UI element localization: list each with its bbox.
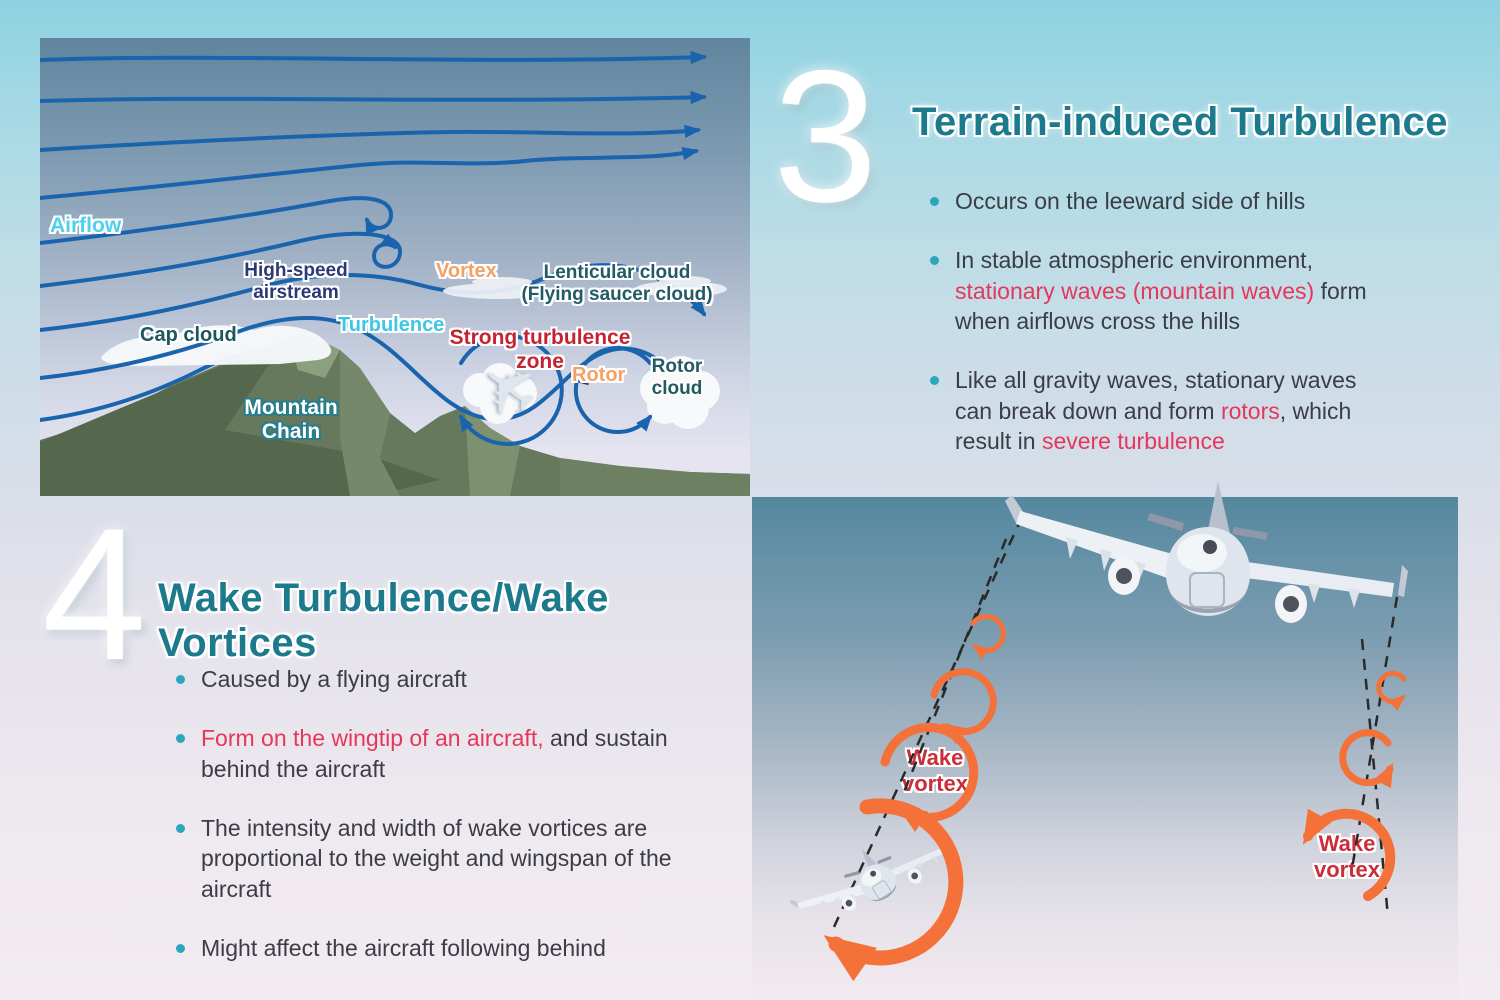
airflow-streamlines [38, 50, 708, 422]
leading-aircraft [1005, 481, 1408, 623]
bullet-dot [176, 824, 185, 834]
section-3-number: 3 [773, 31, 878, 241]
list-item: Might affect the aircraft following behi… [176, 933, 676, 963]
label-lenticular-cloud: Lenticular cloud (Flying saucer cloud) [521, 262, 713, 305]
cockpit [1177, 534, 1227, 572]
mountain-wave-illustration [38, 38, 750, 496]
mountain-wave-diagram: ✈ Airflow High-speed airstream Cap cloud… [38, 38, 750, 496]
bullet-dot [930, 197, 939, 206]
bullet-dot [930, 376, 939, 386]
streamline-vortex-curl [38, 231, 402, 288]
list-item: Like all gravity waves, stationary waves… [930, 365, 1392, 456]
rotor-cloud-shape [640, 356, 720, 429]
bullet-text: Might affect the aircraft following behi… [201, 935, 606, 962]
bullet-dot [176, 944, 185, 954]
label-wake-vortex-left: Wake vortex [901, 745, 969, 797]
list-item: Occurs on the leeward side of hills [930, 186, 1392, 216]
rotor-circulation-arrows [459, 334, 653, 446]
section-3-bullets: Occurs on the leeward side of hills In s… [930, 186, 1392, 486]
highlighted-text: severe turbulence [1041, 428, 1225, 455]
tail-fin [1207, 481, 1231, 538]
list-item: Caused by a flying aircraft [176, 664, 676, 694]
wing-flaps [1066, 537, 1360, 608]
lenticular-cloud-shapes [443, 276, 727, 299]
section-4-number: 4 [42, 489, 147, 699]
bullet-dot [176, 734, 185, 744]
wake-vortex-illustration [785, 481, 1408, 982]
section-4-title: Wake Turbulence/Wake Vortices [158, 576, 609, 665]
highlighted-text: Form on the wingtip of an aircraft, [201, 725, 544, 752]
label-cap-cloud: Cap cloud [140, 324, 237, 346]
streamline-back-hook [38, 196, 393, 245]
highlighted-text: rotors [1220, 397, 1280, 424]
highlighted-text: stationary waves (mountain waves) [955, 277, 1315, 304]
list-item: Form on the wingtip of an aircraft, and … [176, 723, 676, 784]
bullet-dot [930, 256, 939, 266]
label-mountain-chain: Mountain Chain [244, 396, 338, 444]
right-winglet [1398, 565, 1408, 597]
bullet-text: Like all gravity waves, stationary waves… [955, 367, 1357, 455]
label-high-speed-airstream: High-speed airstream [244, 260, 348, 303]
list-item: The intensity and width of wake vortices… [176, 813, 676, 904]
bullet-dot [176, 675, 185, 684]
wake-trail-dashes [832, 516, 1399, 928]
section-3-title: Terrain-induced Turbulence [911, 100, 1449, 144]
section-4-bullets: Caused by a flying aircraft Form on the … [176, 664, 676, 993]
label-strong-turbulence-zone: Strong turbulence zone [449, 326, 631, 374]
bullet-text: In stable atmospheric environment, stati… [955, 247, 1367, 335]
giant-vortex-spiral [823, 798, 964, 982]
label-airflow: Airflow [50, 214, 122, 237]
list-item: In stable atmospheric environment, stati… [930, 245, 1392, 336]
label-turbulence: Turbulence [338, 314, 445, 336]
turbulence-cloud [463, 363, 537, 424]
right-wing [1238, 561, 1394, 597]
bullet-text: Occurs on the leeward side of hills [955, 188, 1306, 214]
bullet-text: The intensity and width of wake vortices… [201, 815, 672, 902]
label-rotor: Rotor [572, 364, 626, 386]
turbulence-streamline [38, 316, 694, 422]
wake-vortex-spirals [880, 614, 1407, 901]
nose [1203, 540, 1217, 554]
label-vortex: Vortex [436, 260, 497, 282]
bullet-text: Caused by a flying aircraft [201, 666, 467, 692]
label-rotor-cloud: Rotor cloud [651, 356, 703, 399]
rotor-pointer-arrow [570, 371, 609, 386]
bullet-text: Form on the wingtip of an aircraft, and … [201, 725, 668, 782]
